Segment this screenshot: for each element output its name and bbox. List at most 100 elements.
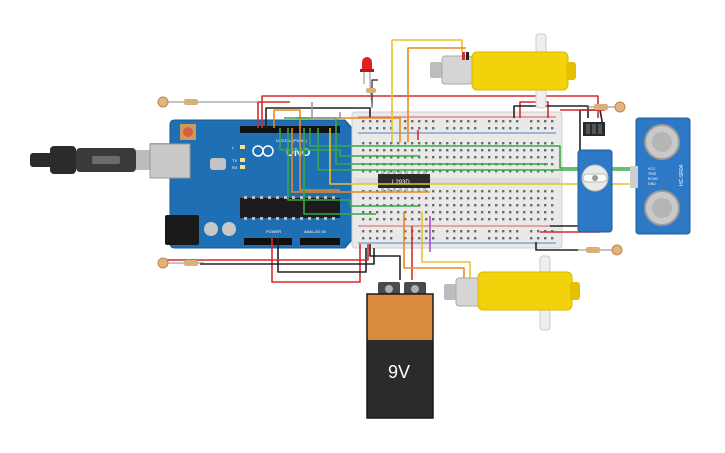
breadboard-hole: [397, 149, 400, 152]
breadboard-hole: [544, 211, 547, 214]
photoresistor-top-right: [586, 101, 626, 113]
breadboard-rail-hole: [418, 237, 421, 240]
breadboard-hole: [537, 211, 540, 214]
breadboard-rail-hole: [369, 127, 372, 130]
breadboard-hole: [383, 197, 386, 200]
breadboard-hole: [544, 197, 547, 200]
sensor-pin-trig: TRIG: [648, 172, 657, 176]
breadboard-hole: [502, 156, 505, 159]
breadboard-hole: [502, 218, 505, 221]
breadboard-hole: [425, 204, 428, 207]
breadboard-hole: [530, 156, 533, 159]
breadboard-hole: [432, 149, 435, 152]
breadboard-hole: [404, 149, 407, 152]
breadboard-hole: [474, 190, 477, 193]
breadboard-hole: [404, 142, 407, 145]
breadboard-rail-hole: [362, 230, 365, 233]
breadboard-rail-hole: [502, 237, 505, 240]
breadboard-hole: [544, 218, 547, 221]
breadboard-rail-hole: [488, 230, 491, 233]
breadboard-hole: [537, 149, 540, 152]
breadboard-hole: [376, 218, 379, 221]
breadboard-hole: [383, 156, 386, 159]
breadboard-rail-hole: [362, 120, 365, 123]
breadboard-rail-hole: [460, 230, 463, 233]
breadboard-hole: [369, 156, 372, 159]
breadboard-hole: [509, 197, 512, 200]
breadboard-hole: [481, 149, 484, 152]
breadboard-rail-hole: [362, 127, 365, 130]
breadboard-rail-hole: [362, 237, 365, 240]
board-brand: UNO: [286, 147, 311, 159]
breadboard-hole: [544, 156, 547, 159]
servo-motor: [577, 122, 613, 233]
breadboard-hole: [369, 149, 372, 152]
breadboard-hole: [544, 142, 547, 145]
breadboard-hole: [439, 170, 442, 173]
breadboard-hole: [474, 204, 477, 207]
breadboard-rail-hole: [390, 237, 393, 240]
breadboard-hole: [376, 156, 379, 159]
breadboard-hole: [425, 142, 428, 145]
breadboard-hole: [551, 163, 554, 166]
breadboard-rail-hole: [404, 120, 407, 123]
breadboard-hole: [446, 156, 449, 159]
breadboard-rail-hole: [467, 120, 470, 123]
breadboard-hole: [383, 211, 386, 214]
breadboard-hole: [432, 142, 435, 145]
breadboard-rail-hole: [383, 237, 386, 240]
breadboard-hole: [411, 218, 414, 221]
breadboard-hole: [523, 156, 526, 159]
breadboard-rail-hole: [551, 237, 554, 240]
breadboard-hole: [460, 156, 463, 159]
breadboard-hole: [439, 204, 442, 207]
breadboard-hole: [467, 190, 470, 193]
breadboard-hole: [551, 218, 554, 221]
breadboard-rail-hole: [509, 230, 512, 233]
breadboard-hole: [369, 197, 372, 200]
breadboard-hole: [495, 156, 498, 159]
breadboard-hole: [376, 170, 379, 173]
breadboard-hole: [460, 142, 463, 145]
breadboard-hole: [495, 204, 498, 207]
breadboard-hole: [390, 218, 393, 221]
photoresistor-bottom-right: [578, 244, 623, 256]
breadboard-rail-hole: [453, 237, 456, 240]
power-header-label: POWER: [266, 229, 281, 234]
breadboard-hole: [474, 156, 477, 159]
breadboard-hole: [460, 170, 463, 173]
breadboard-rail-hole: [516, 230, 519, 233]
breadboard-hole: [362, 142, 365, 145]
breadboard-hole: [530, 211, 533, 214]
breadboard-rail-hole: [502, 120, 505, 123]
led-l-label: L: [232, 145, 235, 150]
breadboard-hole: [460, 218, 463, 221]
breadboard-rail-hole: [411, 127, 414, 130]
breadboard-hole: [502, 204, 505, 207]
breadboard-rail-hole: [537, 120, 540, 123]
breadboard-hole: [509, 211, 512, 214]
breadboard-hole: [523, 190, 526, 193]
breadboard-hole: [460, 211, 463, 214]
breadboard-hole: [404, 156, 407, 159]
breadboard-rail-hole: [495, 120, 498, 123]
breadboard-hole: [453, 218, 456, 221]
breadboard-rail-hole: [537, 230, 540, 233]
breadboard-hole: [467, 197, 470, 200]
breadboard-rail-hole: [530, 120, 533, 123]
breadboard-rail-hole: [467, 127, 470, 130]
breadboard-hole: [418, 149, 421, 152]
breadboard-hole: [544, 149, 547, 152]
breadboard-hole: [537, 156, 540, 159]
analog-header: [300, 238, 340, 245]
breadboard-hole: [523, 197, 526, 200]
breadboard-hole: [509, 149, 512, 152]
breadboard-hole: [446, 218, 449, 221]
breadboard-hole: [432, 170, 435, 173]
breadboard-rail-hole: [474, 120, 477, 123]
breadboard-hole: [432, 190, 435, 193]
breadboard-hole: [488, 204, 491, 207]
breadboard-hole: [516, 170, 519, 173]
breadboard-hole: [467, 204, 470, 207]
breadboard-hole: [488, 190, 491, 193]
